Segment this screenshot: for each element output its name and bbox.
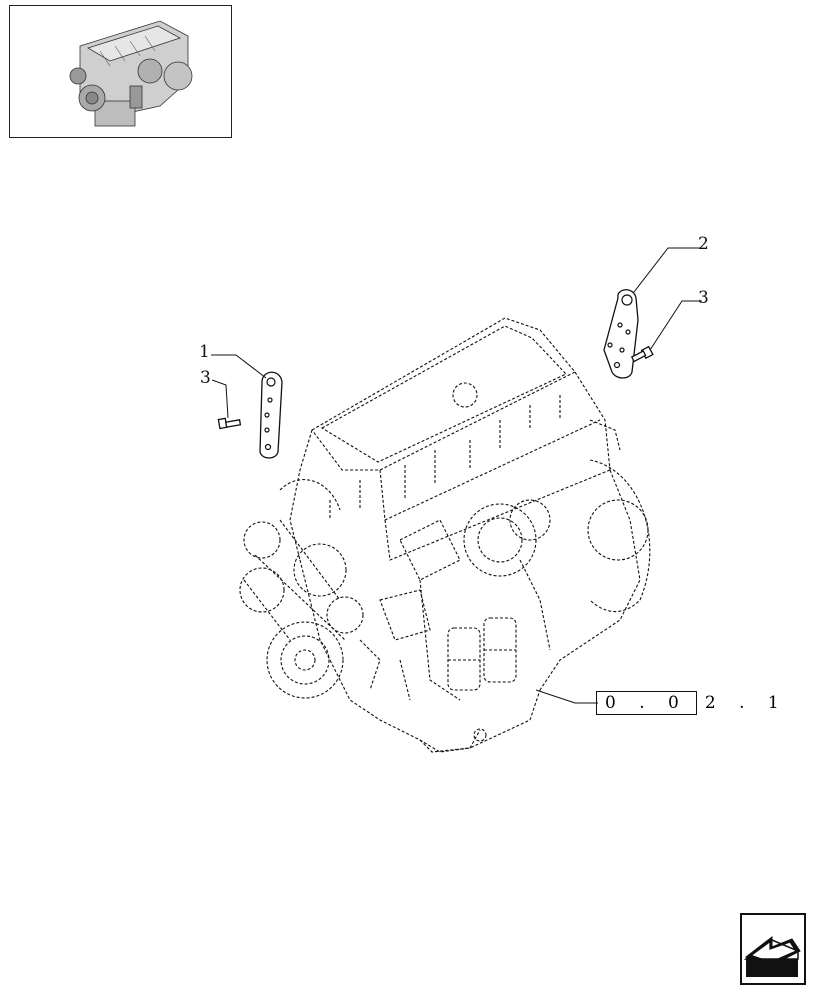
callout-2: 2 bbox=[698, 234, 709, 254]
next-page-button[interactable] bbox=[740, 913, 806, 985]
engine-thumbnail-icon bbox=[69, 20, 193, 127]
bracket-left bbox=[259, 371, 283, 459]
reference-label[interactable]: 0 . 0 2 . 1 bbox=[596, 690, 788, 716]
leader-lines bbox=[211, 247, 702, 704]
next-page-arrow-icon bbox=[743, 935, 801, 977]
bracket-right bbox=[603, 289, 639, 379]
engine-phantom bbox=[239, 317, 651, 753]
bolt-left bbox=[217, 417, 242, 430]
callout-3-left: 3 bbox=[200, 368, 211, 388]
reference-rest: 2 . 1 bbox=[704, 693, 788, 713]
callout-3-right: 3 bbox=[698, 288, 709, 308]
callout-1: 1 bbox=[199, 342, 210, 362]
engine-thumbnail bbox=[9, 5, 232, 138]
reference-boxed[interactable]: 0 . 0 bbox=[596, 691, 697, 715]
